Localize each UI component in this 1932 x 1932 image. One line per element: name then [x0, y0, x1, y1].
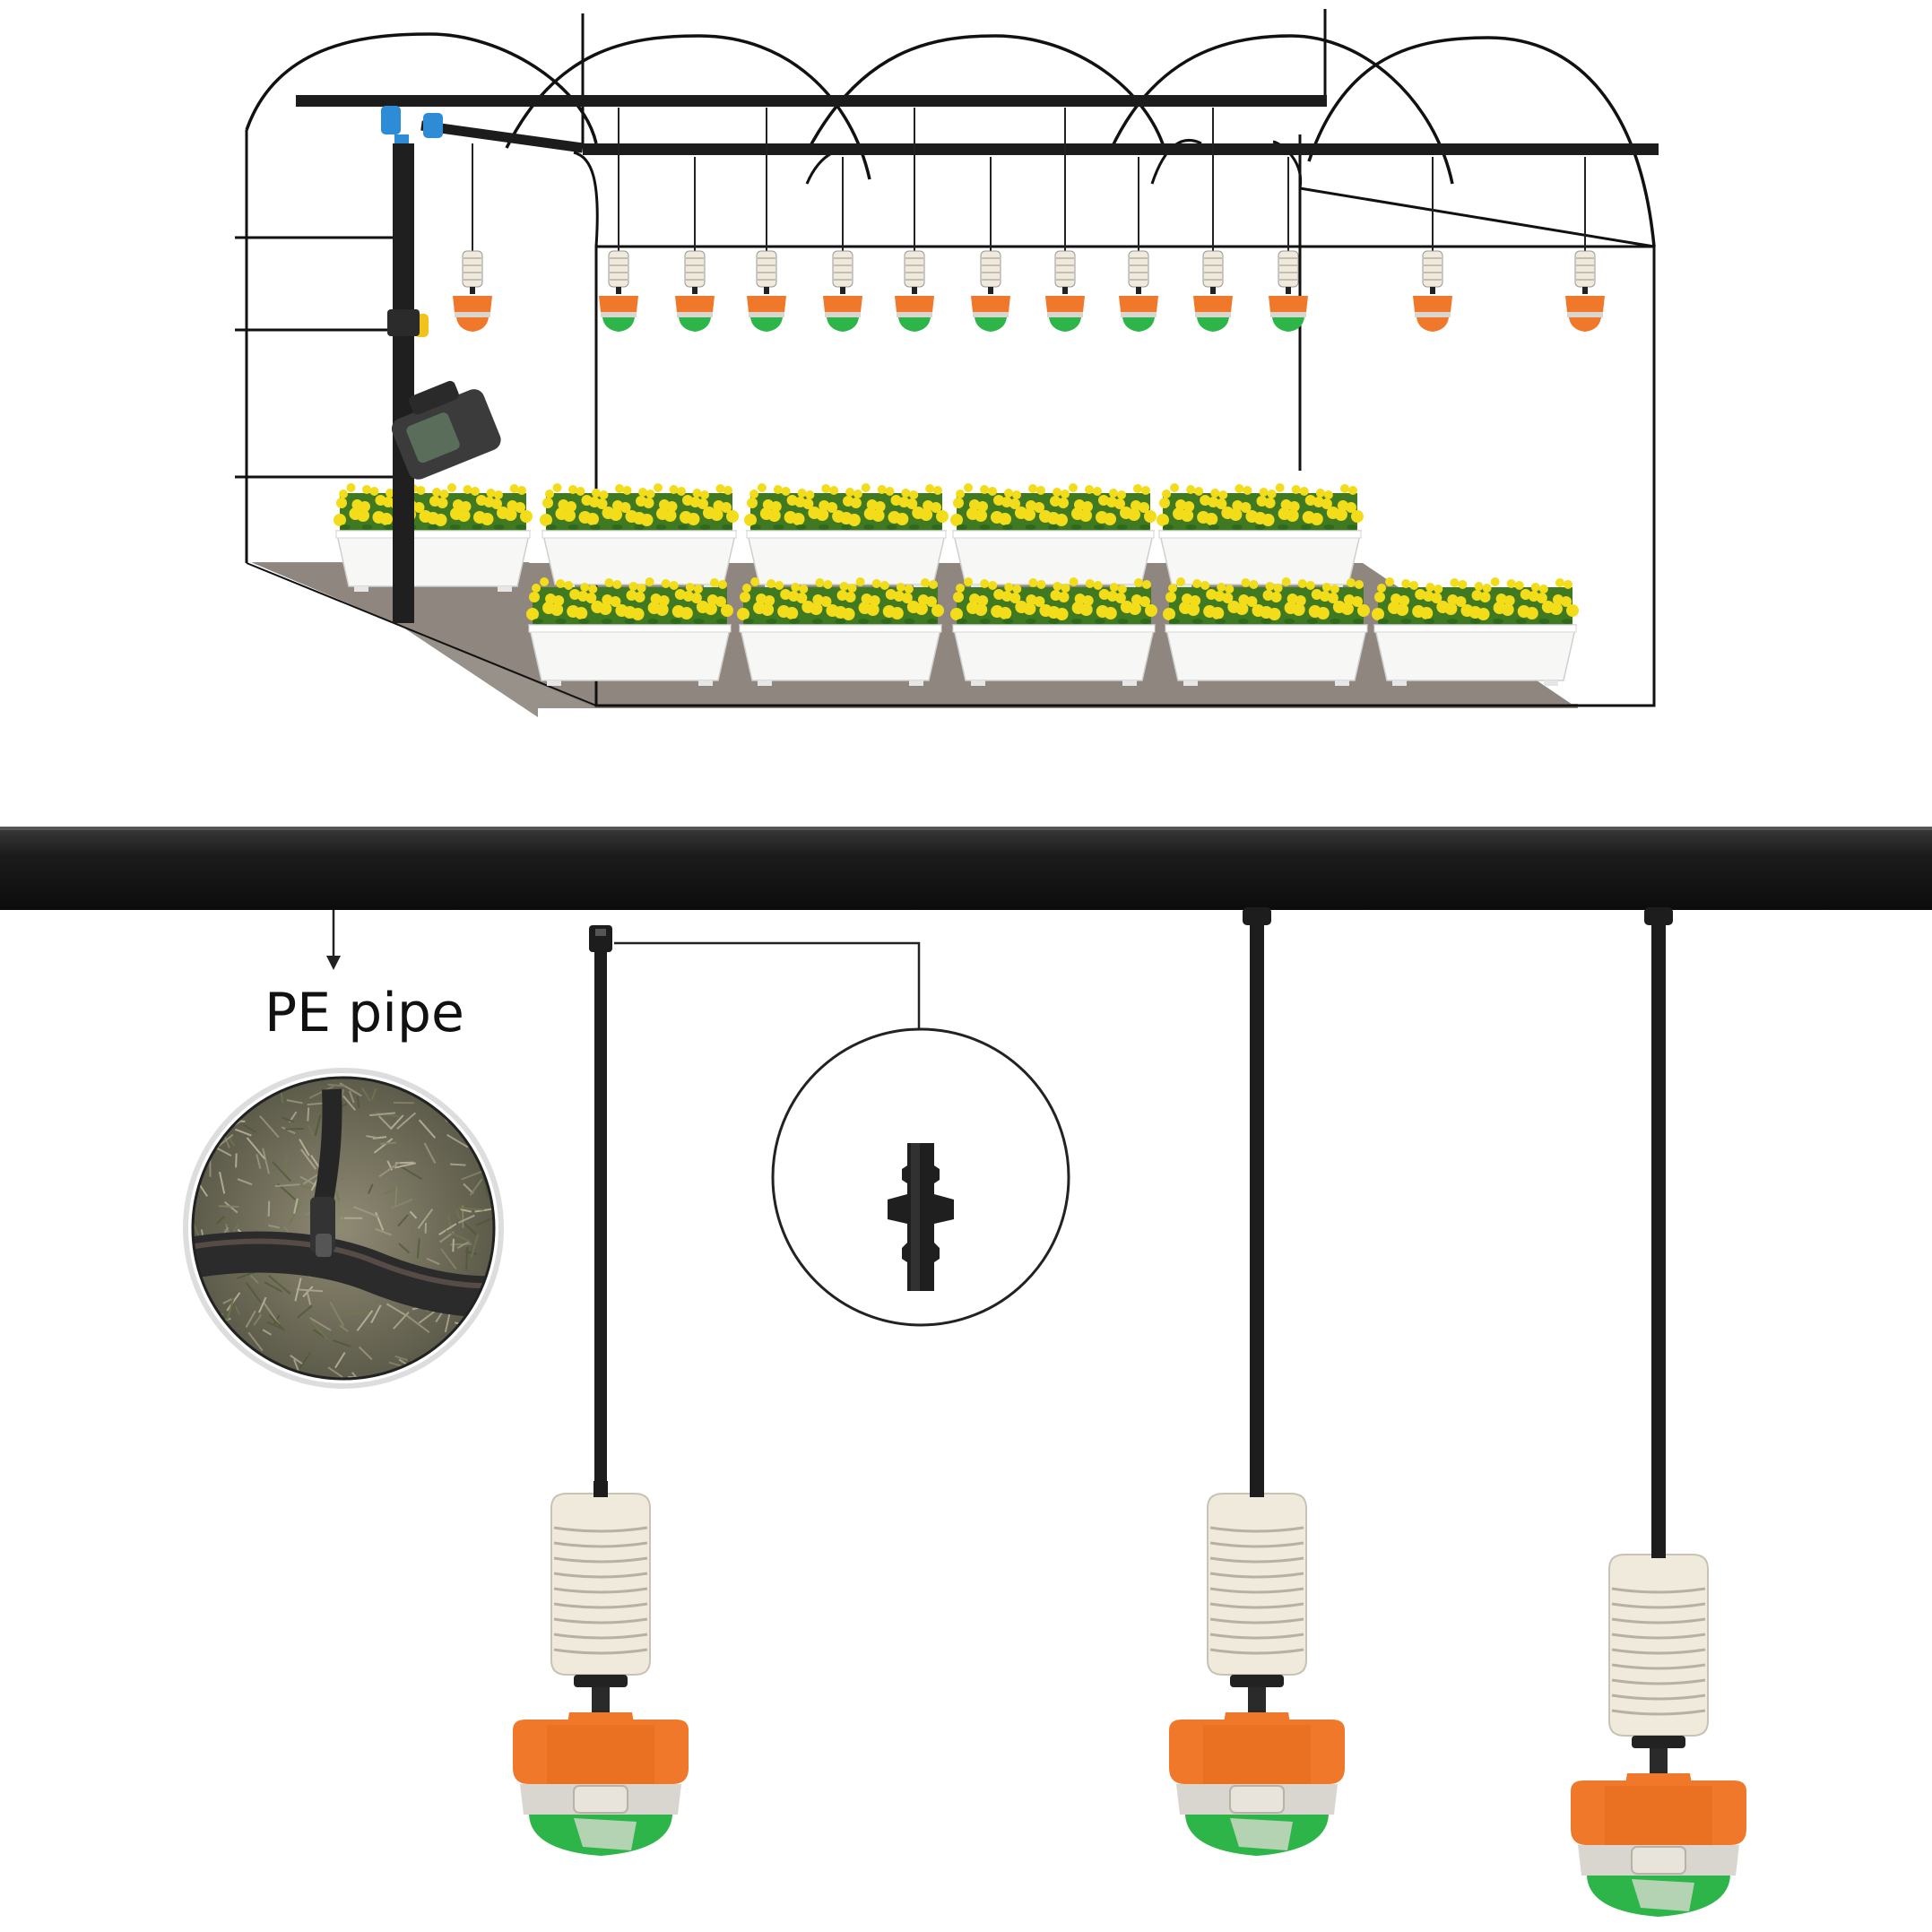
pe-pipe-label: PE pipe	[264, 982, 464, 1044]
small-nozzle	[1119, 250, 1158, 332]
planter	[950, 483, 1157, 590]
upper-pipe	[296, 95, 1327, 107]
greenhouse-illustration	[235, 9, 1659, 717]
mist-nozzles	[513, 1481, 1746, 1917]
small-nozzle	[747, 250, 786, 332]
mist-nozzle-icon	[513, 1481, 689, 1856]
planter	[1157, 483, 1364, 590]
connector-callout	[614, 941, 1070, 1327]
small-nozzle	[453, 250, 492, 332]
small-nozzle	[599, 250, 638, 332]
planter	[526, 577, 733, 686]
planter	[950, 577, 1157, 686]
drop-tube-middle	[1243, 907, 1271, 1529]
small-nozzle	[1193, 250, 1233, 332]
small-nozzle	[823, 250, 862, 332]
barbed-connector-icon	[888, 1143, 954, 1291]
planter	[1163, 577, 1370, 686]
flower-planters	[334, 483, 1579, 686]
planter	[737, 577, 944, 686]
small-nozzle	[971, 250, 1010, 332]
small-nozzle	[1045, 250, 1085, 332]
front-frame	[594, 245, 1656, 707]
mist-nozzle-icon	[1571, 1542, 1746, 1917]
blue-fitting	[381, 106, 401, 134]
water-timer	[391, 380, 501, 480]
drop-tube-right	[1644, 907, 1673, 1555]
main-pe-pipe	[0, 827, 1932, 910]
small-nozzle	[1565, 250, 1605, 332]
drop-tube-left	[589, 925, 612, 1517]
arch	[245, 32, 598, 144]
lower-pipe	[583, 143, 1659, 155]
planter	[744, 483, 949, 590]
pe-pipe-closeup	[183, 1068, 504, 1389]
small-nozzle	[675, 250, 715, 332]
small-nozzle	[1269, 250, 1308, 332]
planter	[1372, 577, 1579, 686]
planter	[334, 483, 533, 592]
drop-lines	[472, 108, 1586, 251]
small-nozzles	[453, 250, 1605, 332]
small-nozzle	[895, 250, 934, 332]
small-nozzle	[1413, 250, 1452, 332]
planter	[540, 483, 739, 590]
mist-nozzle-icon	[1169, 1481, 1345, 1856]
